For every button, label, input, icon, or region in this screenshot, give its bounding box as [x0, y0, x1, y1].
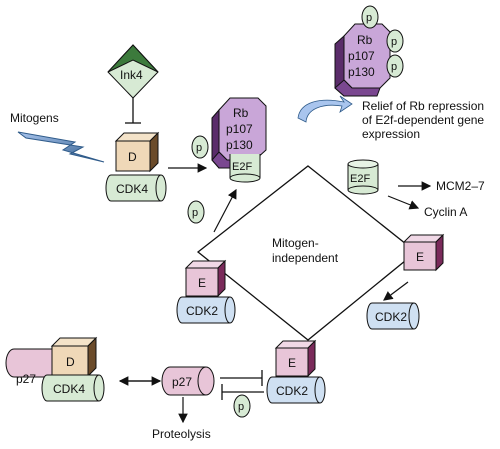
- phosphate-label: p: [192, 207, 198, 219]
- cyclin-e-right: E: [402, 233, 445, 272]
- cdk2-label: CDK2: [375, 310, 407, 324]
- e2f-cylinder-top: E2F: [229, 154, 261, 183]
- e2f-label: E2F: [350, 173, 370, 185]
- arrow-icon: [383, 281, 409, 301]
- d-label: D: [66, 355, 75, 369]
- e2f-label: E2F: [232, 161, 252, 173]
- cdk2-label: CDK2: [186, 304, 218, 318]
- d-label-left: D: [128, 150, 137, 164]
- p130-label: p130: [226, 138, 253, 152]
- p27-label: p27: [16, 372, 36, 386]
- phosphate-circle: [191, 135, 209, 159]
- phosphate-label: p: [366, 12, 372, 24]
- ink4-complex: Ink4: [107, 44, 159, 124]
- e-label: E: [416, 250, 424, 264]
- p130-label: p130: [348, 65, 375, 79]
- rb-complex-phosphorylated: Rb p107 p130 p p p: [334, 5, 404, 97]
- relief-text-line3: expression: [362, 127, 420, 141]
- cdk2-right: CDK2: [366, 302, 420, 330]
- relief-text-line1: Relief of Rb repression: [362, 99, 484, 113]
- mcm-label: MCM2–7: [436, 179, 485, 193]
- mitogens-label: Mitogens: [10, 111, 59, 125]
- mitogen-independent-label-1: Mitogen-: [272, 236, 319, 250]
- phosphate-label: p: [391, 36, 397, 48]
- ink4-label: Ink4: [120, 68, 143, 82]
- p107-label: p107: [226, 122, 253, 136]
- phosphate-circle: [187, 200, 205, 224]
- cyclin-d-cdk4-complex: D CDK4: [105, 131, 167, 202]
- phosphate-circle: [233, 394, 251, 418]
- cyclin-e-cdk2-complex-left: E CDK2: [176, 259, 236, 324]
- lightning-bolt-icon: [17, 131, 105, 163]
- proteolysis-label: Proteolysis: [152, 427, 211, 441]
- arrow-icon: [213, 188, 237, 233]
- phosphate-label: p: [238, 401, 244, 413]
- p27-center: p27: [161, 366, 215, 396]
- phosphate-label: p: [391, 61, 397, 73]
- p107-label: p107: [348, 49, 375, 63]
- e-label: E: [198, 276, 206, 290]
- p27-label: p27: [172, 375, 192, 389]
- rb-label: Rb: [233, 106, 249, 120]
- cdk2-label: CDK2: [276, 384, 308, 398]
- mitogen-independent-diamond: [196, 165, 418, 341]
- cdk4-label-left: CDK4: [116, 182, 148, 196]
- phosphate-label: p: [196, 142, 202, 154]
- cdk4-label: CDK4: [53, 382, 85, 396]
- e2f-cylinder-free: E2F: [347, 159, 379, 195]
- cyclin-a-label: Cyclin A: [424, 205, 467, 219]
- curved-arrow-icon: [297, 95, 353, 123]
- e-label: E: [288, 356, 296, 370]
- mitogen-independent-label-2: independent: [272, 251, 339, 265]
- cyclin-e-cdk2-complex-bottom: E CDK2: [266, 339, 326, 404]
- relief-text-line2: of E2f-dependent gene: [362, 113, 484, 127]
- arrow-icon: [387, 195, 420, 210]
- rb-label: Rb: [357, 33, 373, 47]
- cyclin-d-cdk4-p27-complex: p27 D CDK4: [5, 336, 105, 402]
- rb-complex-top: Rb p107 p130: [211, 97, 267, 169]
